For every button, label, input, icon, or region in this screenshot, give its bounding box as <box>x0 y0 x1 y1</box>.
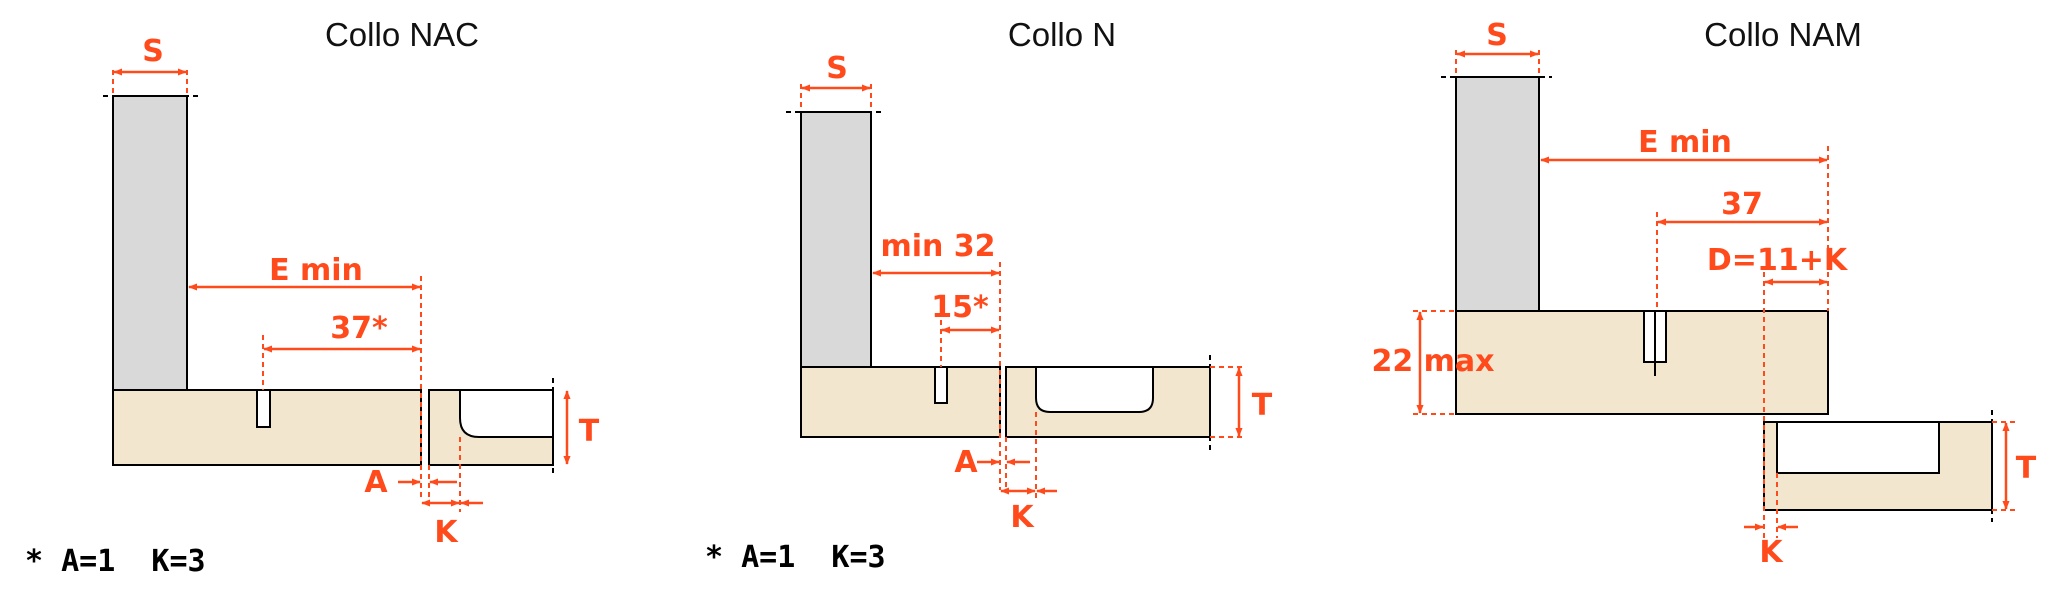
dimension-15: 15* <box>931 290 1000 367</box>
s-dimension: S <box>112 34 188 96</box>
s-label: S <box>142 34 164 69</box>
k-label: K <box>1759 535 1784 570</box>
t-label: T <box>2016 451 2037 486</box>
base-board <box>800 366 1001 438</box>
k-dimension: K <box>1000 412 1057 535</box>
footnote: * A=1 K=3 <box>25 544 206 579</box>
side-panel <box>1455 76 1540 312</box>
diagram-collo-nam: Collo NAM S E min 37 <box>1371 16 2036 570</box>
diagram-title: Collo N <box>1008 16 1116 53</box>
side-panel <box>112 95 188 391</box>
t-label: T <box>1252 388 1273 423</box>
t-dimension: T <box>1992 421 2037 511</box>
dimension-37-label: 37 <box>1721 187 1763 222</box>
dimension-d-label: D=11+K <box>1707 243 1849 278</box>
t-dimension: T <box>563 390 600 465</box>
s-dimension: S <box>1455 18 1540 77</box>
t-dimension: T <box>1210 366 1273 438</box>
s-label: S <box>1486 18 1508 53</box>
diagram-title: Collo NAC <box>325 16 479 53</box>
e-min-label: E min <box>1638 125 1732 160</box>
s-dimension: S <box>800 51 872 112</box>
side-panel <box>800 111 872 368</box>
a-dimension: A <box>364 465 457 500</box>
dimension-d: D=11+K <box>1707 243 1849 540</box>
dimension-37-label: 37* <box>330 311 388 346</box>
base-board <box>1455 310 1829 415</box>
hinge-cup <box>1776 421 1940 474</box>
hinge-cup <box>1035 366 1154 413</box>
min-32-label: min 32 <box>880 229 995 264</box>
e-min-dimension: E min <box>1540 125 1829 311</box>
a-label: A <box>364 465 388 500</box>
hinge-cup <box>459 389 554 438</box>
dimension-22-max-label: 22 max <box>1371 344 1494 379</box>
dimension-15-label: 15* <box>931 290 989 325</box>
hinge-slot <box>256 389 271 428</box>
min-32-dimension: min 32 <box>872 229 1001 490</box>
diagram-collo-n: Collo N S min 32 15* <box>705 16 1273 575</box>
e-min-label: E min <box>269 253 363 288</box>
k-label: K <box>1010 500 1035 535</box>
dimension-37: 37 <box>1656 187 1828 311</box>
dimension-37: 37* <box>262 311 421 390</box>
t-label: T <box>579 414 600 449</box>
diagram-collo-nac: Collo NAC S E min 37* <box>25 16 600 579</box>
k-dimension: K <box>1744 473 1798 570</box>
s-label: S <box>826 51 848 86</box>
hinge-slot <box>934 366 948 404</box>
footnote: * A=1 K=3 <box>705 540 886 575</box>
k-dimension: K <box>421 437 483 550</box>
diagram-title: Collo NAM <box>1704 16 1862 53</box>
a-label: A <box>954 445 978 480</box>
e-min-dimension: E min <box>188 253 422 500</box>
dimension-22-max: 22 max <box>1371 310 1495 415</box>
k-label: K <box>434 515 459 550</box>
a-dimension: A <box>954 437 1030 492</box>
